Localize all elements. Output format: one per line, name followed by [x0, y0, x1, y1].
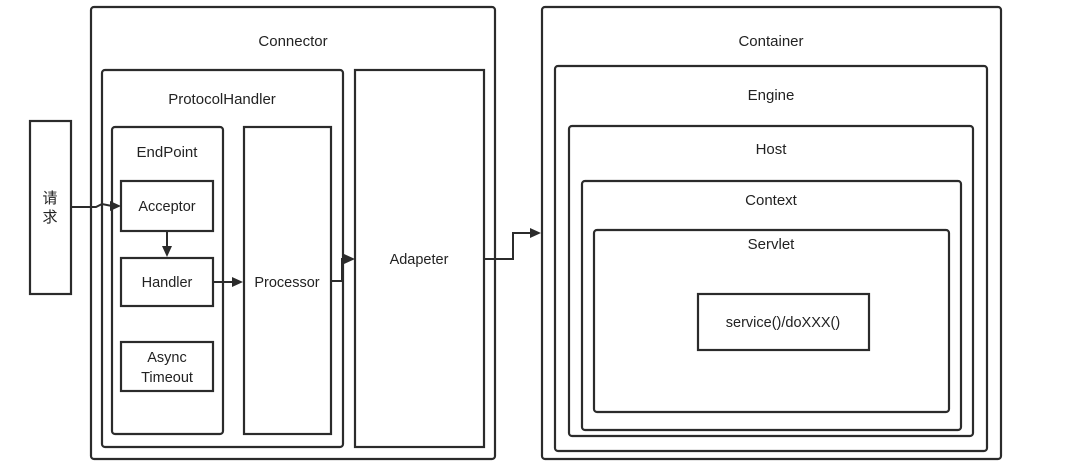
request-box: 请 求: [28, 119, 73, 296]
request-label-line2: 求: [42, 209, 57, 226]
adapter-label: Adapeter: [390, 252, 449, 268]
servlet-method-label: service()/doXXX(): [726, 315, 840, 331]
processor-box: Processor: [242, 125, 333, 436]
connector-title: Connector: [258, 33, 327, 50]
acceptor-label: Acceptor: [138, 199, 195, 215]
arrow-handler-to-processor: [213, 277, 243, 287]
protocol-handler-title: ProtocolHandler: [168, 91, 276, 108]
handler-label: Handler: [142, 275, 193, 291]
servlet-title: Servlet: [748, 236, 796, 253]
acceptor-box: Acceptor: [119, 179, 215, 233]
adapter-box: Adapeter: [353, 68, 486, 449]
container-title: Container: [738, 33, 803, 50]
endpoint-title: EndPoint: [137, 144, 199, 161]
handler-box: Handler: [119, 256, 215, 308]
async-timeout-label-line2: Timeout: [141, 370, 193, 386]
servlet-method-box: service()/doXXX(): [696, 292, 871, 352]
async-timeout-box: Async Timeout: [119, 340, 215, 393]
arrow-processor-to-adapter: [331, 254, 355, 282]
arrow-acceptor-to-handler: [162, 231, 172, 257]
arrow-adapter-to-container: [484, 228, 541, 260]
host-title: Host: [756, 141, 788, 158]
async-timeout-label-line1: Async: [147, 350, 187, 366]
engine-title: Engine: [748, 87, 795, 104]
arrow-request-to-acceptor: [71, 201, 121, 211]
context-title: Context: [745, 192, 798, 209]
processor-label: Processor: [254, 275, 319, 291]
request-label-line1: 请: [42, 190, 57, 207]
